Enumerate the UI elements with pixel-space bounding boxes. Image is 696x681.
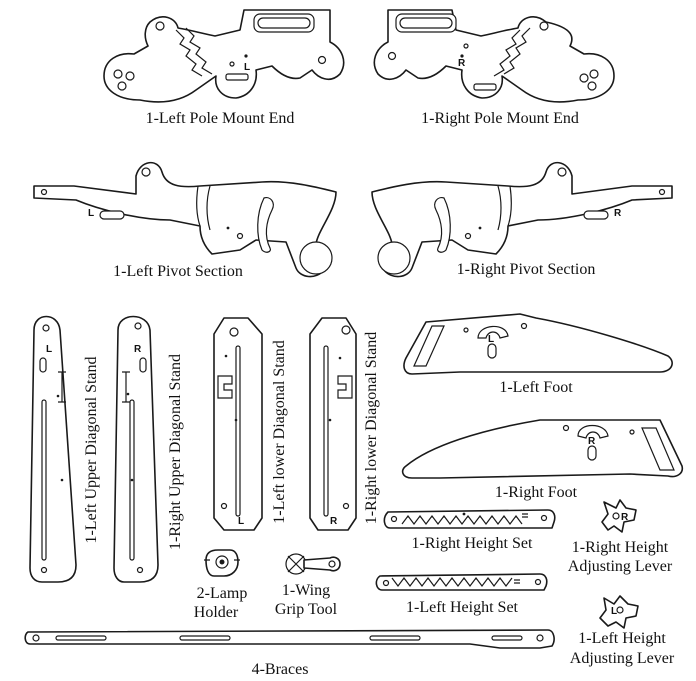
left-foot-label: 1-Left Foot (499, 379, 573, 396)
right-upper-stand-r-mark: R (134, 344, 142, 355)
left-upper-diagonal-stand-label: 1-Left Upper Diagonal Stand (83, 356, 100, 543)
right-pole-mount-end-r-mark: R (458, 58, 466, 69)
left-pivot-section-label: 1-Left Pivot Section (113, 263, 243, 280)
left-foot-l-mark: L (488, 334, 494, 345)
right-lower-stand-r-mark: R (330, 516, 338, 527)
wing-grip-tool-label-line1: 1-Wing (282, 582, 330, 599)
right-upper-diagonal-stand: R (113, 315, 159, 583)
left-pole-mount-end: L (103, 9, 345, 103)
lamp-holder-label-line2: Holder (194, 604, 239, 621)
wing-grip-tool (285, 553, 341, 575)
left-upper-stand-l-mark: L (46, 344, 52, 355)
right-height-set-label: 1-Right Height Set (412, 535, 533, 552)
left-height-set (375, 573, 548, 591)
left-foot: L (403, 313, 673, 375)
right-foot-label: 1-Right Foot (495, 484, 578, 501)
right-height-adjusting-lever-label-line1: 1-Right Height (572, 539, 669, 556)
left-height-adjusting-lever: L (599, 595, 639, 629)
right-foot-r-mark: R (588, 436, 596, 447)
lamp-holder-label-line1: 2-Lamp (197, 585, 248, 602)
right-pivot-section-r-mark: R (614, 208, 622, 219)
right-pivot-section-label: 1-Right Pivot Section (457, 261, 596, 278)
wing-grip-tool-label-line2: Grip Tool (275, 601, 338, 618)
left-pole-mount-end-l-mark: L (244, 62, 250, 73)
right-pole-mount-end-label: 1-Right Pole Mount End (421, 110, 579, 127)
right-height-adjusting-lever-label-line2: Adjusting Lever (568, 558, 673, 575)
left-lower-diagonal-stand-label: 1-Left lower Diagonal Stand (271, 340, 288, 524)
left-upper-diagonal-stand: L (29, 315, 77, 583)
left-height-set-label: 1-Left Height Set (406, 599, 519, 616)
lamp-holder (204, 549, 240, 577)
right-upper-diagonal-stand-label: 1-Right Upper Diagonal Stand (167, 354, 184, 550)
left-pivot-section: L (33, 161, 337, 278)
right-pivot-section: R (371, 161, 673, 278)
left-lower-diagonal-stand: L (213, 317, 263, 531)
braces-label: 4-Braces (252, 661, 309, 678)
left-lever-l-mark: L (611, 606, 617, 617)
braces (24, 629, 555, 649)
right-pole-mount-end: R (373, 9, 615, 103)
left-pivot-section-l-mark: L (88, 208, 94, 219)
left-pole-mount-end-label: 1-Left Pole Mount End (146, 110, 295, 127)
left-lower-stand-l-mark: L (238, 516, 244, 527)
right-lever-r-mark: R (621, 512, 629, 523)
right-lower-diagonal-stand-label: 1-Right lower Diagonal Stand (363, 332, 380, 524)
right-lower-diagonal-stand: R (309, 317, 357, 531)
left-height-adjusting-lever-label-line1: 1-Left Height (578, 630, 666, 647)
left-height-adjusting-lever-label-line2: Adjusting Lever (570, 650, 675, 667)
right-height-adjusting-lever: R (601, 499, 637, 533)
right-foot: R (401, 419, 684, 479)
right-height-set (383, 509, 556, 529)
